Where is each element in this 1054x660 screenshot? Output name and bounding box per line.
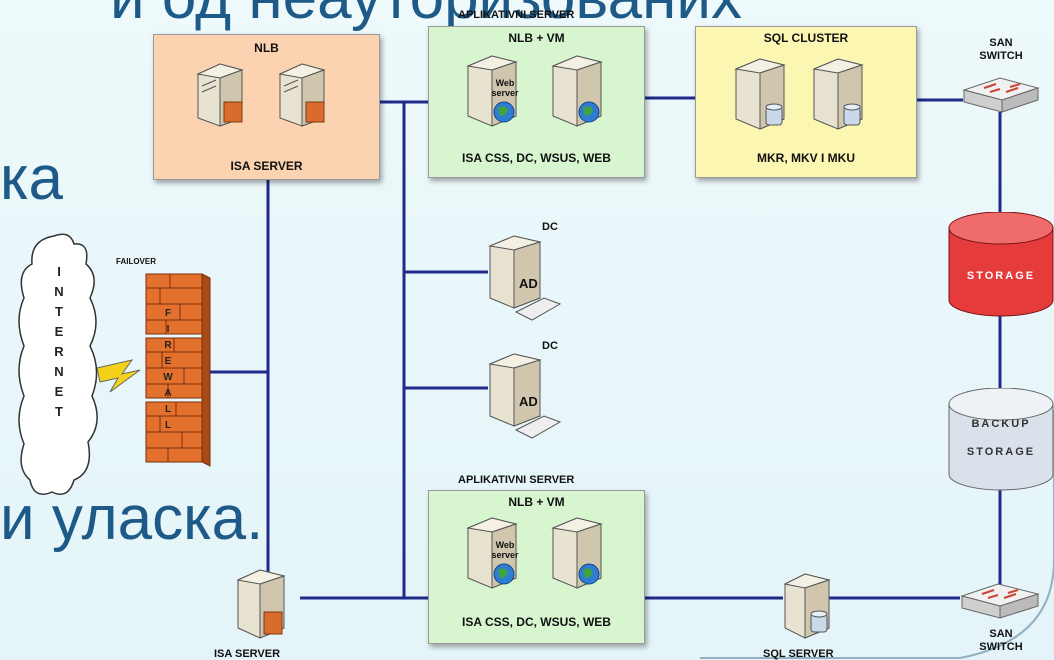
domain-controller-icon bbox=[488, 235, 562, 321]
isa-server-icon bbox=[278, 63, 326, 127]
backup-storage-line1: BACKUP bbox=[971, 418, 1031, 430]
sql-cluster-box: SQL CLUSTER MKR, MKV I MKU bbox=[695, 26, 917, 178]
sql-server-icon bbox=[783, 573, 831, 639]
web-server-icon bbox=[466, 55, 518, 127]
server-icon bbox=[551, 55, 603, 127]
firewall-letter: F bbox=[164, 308, 172, 319]
domain-controller-icon bbox=[488, 353, 562, 439]
firewall-letter: I bbox=[166, 324, 170, 335]
firewall-letter: W bbox=[163, 372, 173, 383]
internet-letter: N bbox=[54, 364, 64, 379]
slide-text-line-2: ка bbox=[0, 144, 63, 213]
dc1-label: DC bbox=[542, 221, 558, 233]
app-server-top-title: NLB + VM bbox=[508, 31, 565, 45]
slide-text-line-3: и уласка. bbox=[0, 484, 264, 553]
web-server-label: Web server bbox=[491, 540, 519, 560]
internet-letter: R bbox=[54, 344, 64, 359]
internet-letters: I N T E R N E T bbox=[49, 262, 69, 422]
internet-letter: E bbox=[54, 384, 64, 399]
web-server-label: Web server bbox=[491, 78, 519, 98]
firewall-icon bbox=[145, 273, 211, 467]
dc1-ad: AD bbox=[519, 276, 538, 291]
app-server-top-header: APLIKATIVNI SERVER bbox=[458, 9, 575, 21]
slide-text-line-1: и од неауторизованих bbox=[110, 0, 742, 29]
isa-server-icon bbox=[196, 63, 244, 127]
san-switch-bottom-label: SAN SWITCH bbox=[979, 628, 1023, 653]
sql-cluster-title: SQL CLUSTER bbox=[763, 31, 849, 45]
app-server-bottom-caption: ISA CSS, DC, WSUS, WEB bbox=[462, 615, 611, 629]
sql-server-bottom-label: SQL SERVER bbox=[763, 648, 834, 660]
isa-server-bottom-label: ISA SERVER bbox=[214, 648, 281, 660]
server-icon bbox=[551, 517, 603, 589]
firewall-letters: F I R E W A L L bbox=[158, 306, 178, 434]
app-server-bottom-box: NLB + VM ISA CSS, DC, WSUS, WEB bbox=[428, 490, 645, 644]
san-switch-icon bbox=[962, 77, 1040, 113]
sql-cluster-caption: MKR, MKV I MKU bbox=[757, 151, 855, 165]
app-server-bottom-title: NLB + VM bbox=[508, 495, 565, 509]
san-switch-icon bbox=[960, 583, 1040, 619]
nlb-caption: ISA SERVER bbox=[230, 159, 303, 173]
backup-storage-line2: STORAGE bbox=[966, 446, 1036, 458]
dc2-label: DC bbox=[542, 340, 558, 352]
sql-server-icon bbox=[812, 58, 864, 130]
backup-storage-icon bbox=[948, 388, 1054, 491]
firewall-failover-label: FAILOVER bbox=[116, 257, 157, 266]
storage-icon bbox=[948, 212, 1054, 317]
internet-letter: T bbox=[55, 404, 63, 419]
web-server-icon bbox=[466, 517, 518, 589]
dc2-ad: AD bbox=[519, 394, 538, 409]
storage-label: STORAGE bbox=[966, 270, 1036, 282]
firewall-letter: L bbox=[164, 420, 172, 431]
nlb-title: NLB bbox=[254, 41, 279, 55]
nlb-box: NLB ISA SERVER bbox=[153, 34, 380, 180]
internet-letter: E bbox=[54, 324, 64, 339]
app-server-top-caption: ISA CSS, DC, WSUS, WEB bbox=[462, 151, 611, 165]
firewall-letter: L bbox=[164, 404, 172, 415]
firewall-letter: A bbox=[164, 388, 172, 399]
internet-letter: N bbox=[54, 284, 64, 299]
san-switch-top-label: SAN SWITCH bbox=[979, 37, 1023, 62]
firewall-letter: E bbox=[164, 356, 172, 367]
internet-letter: I bbox=[57, 264, 61, 279]
sql-server-icon bbox=[734, 58, 786, 130]
firewall-letter: R bbox=[164, 340, 172, 351]
app-server-bottom-header: APLIKATIVNI SERVER bbox=[458, 474, 575, 486]
internet-letter: T bbox=[55, 304, 63, 319]
app-server-top-box: NLB + VM ISA CSS, DC, WSUS, WEB bbox=[428, 26, 645, 178]
internet-cloud-icon bbox=[18, 233, 98, 495]
isa-server-icon bbox=[236, 569, 286, 639]
